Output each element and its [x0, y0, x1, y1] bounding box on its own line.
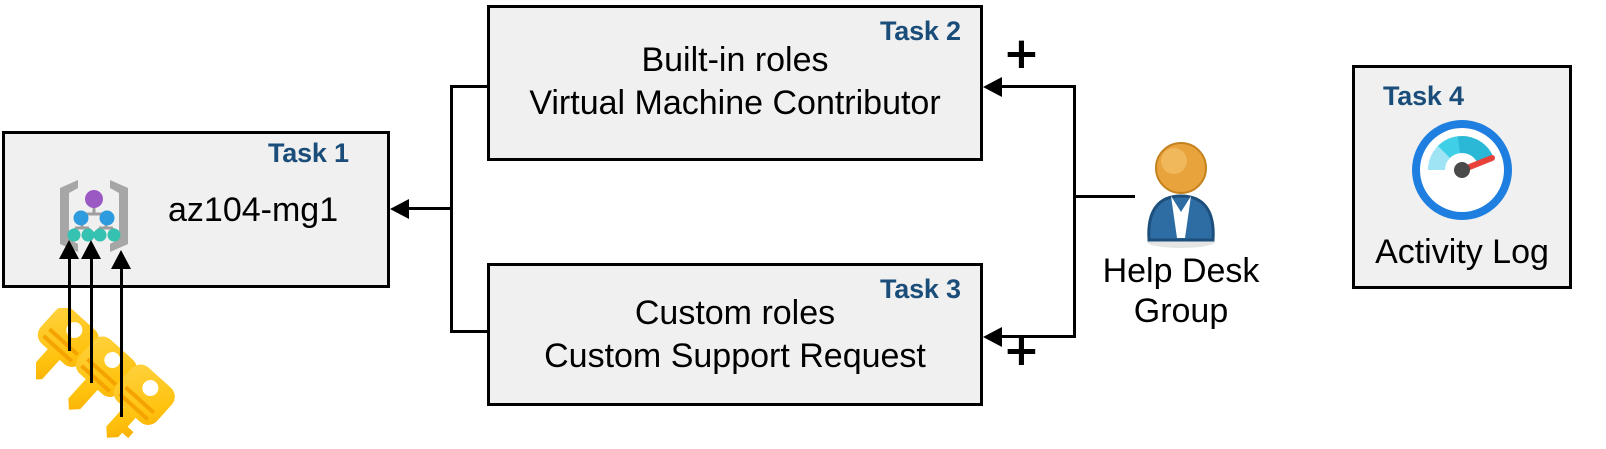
connector-task3-to-junction: [450, 330, 490, 333]
actor-line2: Group: [1133, 292, 1229, 330]
connector-junction-to-task2: [1000, 85, 1076, 88]
activity-log-gauge-icon: [1410, 118, 1514, 222]
arrowhead-into-task3: [983, 327, 1002, 347]
connector-task2-to-junction: [450, 85, 490, 88]
task2-line2: Virtual Machine Contributor: [529, 84, 941, 122]
key-arrow-line-2: [90, 258, 93, 383]
task3-box[interactable]: [487, 263, 983, 406]
actor-line1: Help Desk: [1102, 252, 1260, 290]
key-arrow-line-1: [68, 258, 71, 351]
task1-label: Task 1: [268, 138, 349, 168]
keys-icon: [30, 306, 176, 449]
key-arrow-line-3: [120, 268, 123, 417]
connector-right-junction-vertical: [1073, 85, 1076, 338]
connector-junction-to-task3: [1000, 335, 1076, 338]
task4-text: Activity Log: [1375, 233, 1549, 271]
task2-box[interactable]: [487, 5, 983, 161]
key-arrowhead-1: [59, 240, 79, 259]
task3-line1: Custom roles: [634, 294, 836, 332]
arrowhead-into-task2: [983, 77, 1002, 97]
key-arrowhead-3: [111, 250, 131, 269]
task4-label: Task 4: [1383, 81, 1464, 111]
task4-box[interactable]: [1352, 65, 1572, 289]
management-group-icon: [52, 176, 136, 256]
task2-label: Task 2: [880, 16, 961, 46]
plus-symbol-top: +: [1003, 28, 1040, 79]
task3-label: Task 3: [880, 274, 961, 304]
user-group-icon: [1133, 138, 1229, 248]
plus-symbol-bottom: +: [1003, 325, 1040, 376]
task2-line1: Built-in roles: [641, 41, 829, 79]
task3-line2: Custom Support Request: [544, 337, 926, 375]
connector-junction-to-task1: [400, 207, 452, 210]
connector-actor-to-junction: [1073, 195, 1135, 198]
task1-text: az104-mg1: [168, 191, 339, 229]
key-arrowhead-2: [81, 240, 101, 259]
arrowhead-into-task1: [390, 199, 409, 219]
